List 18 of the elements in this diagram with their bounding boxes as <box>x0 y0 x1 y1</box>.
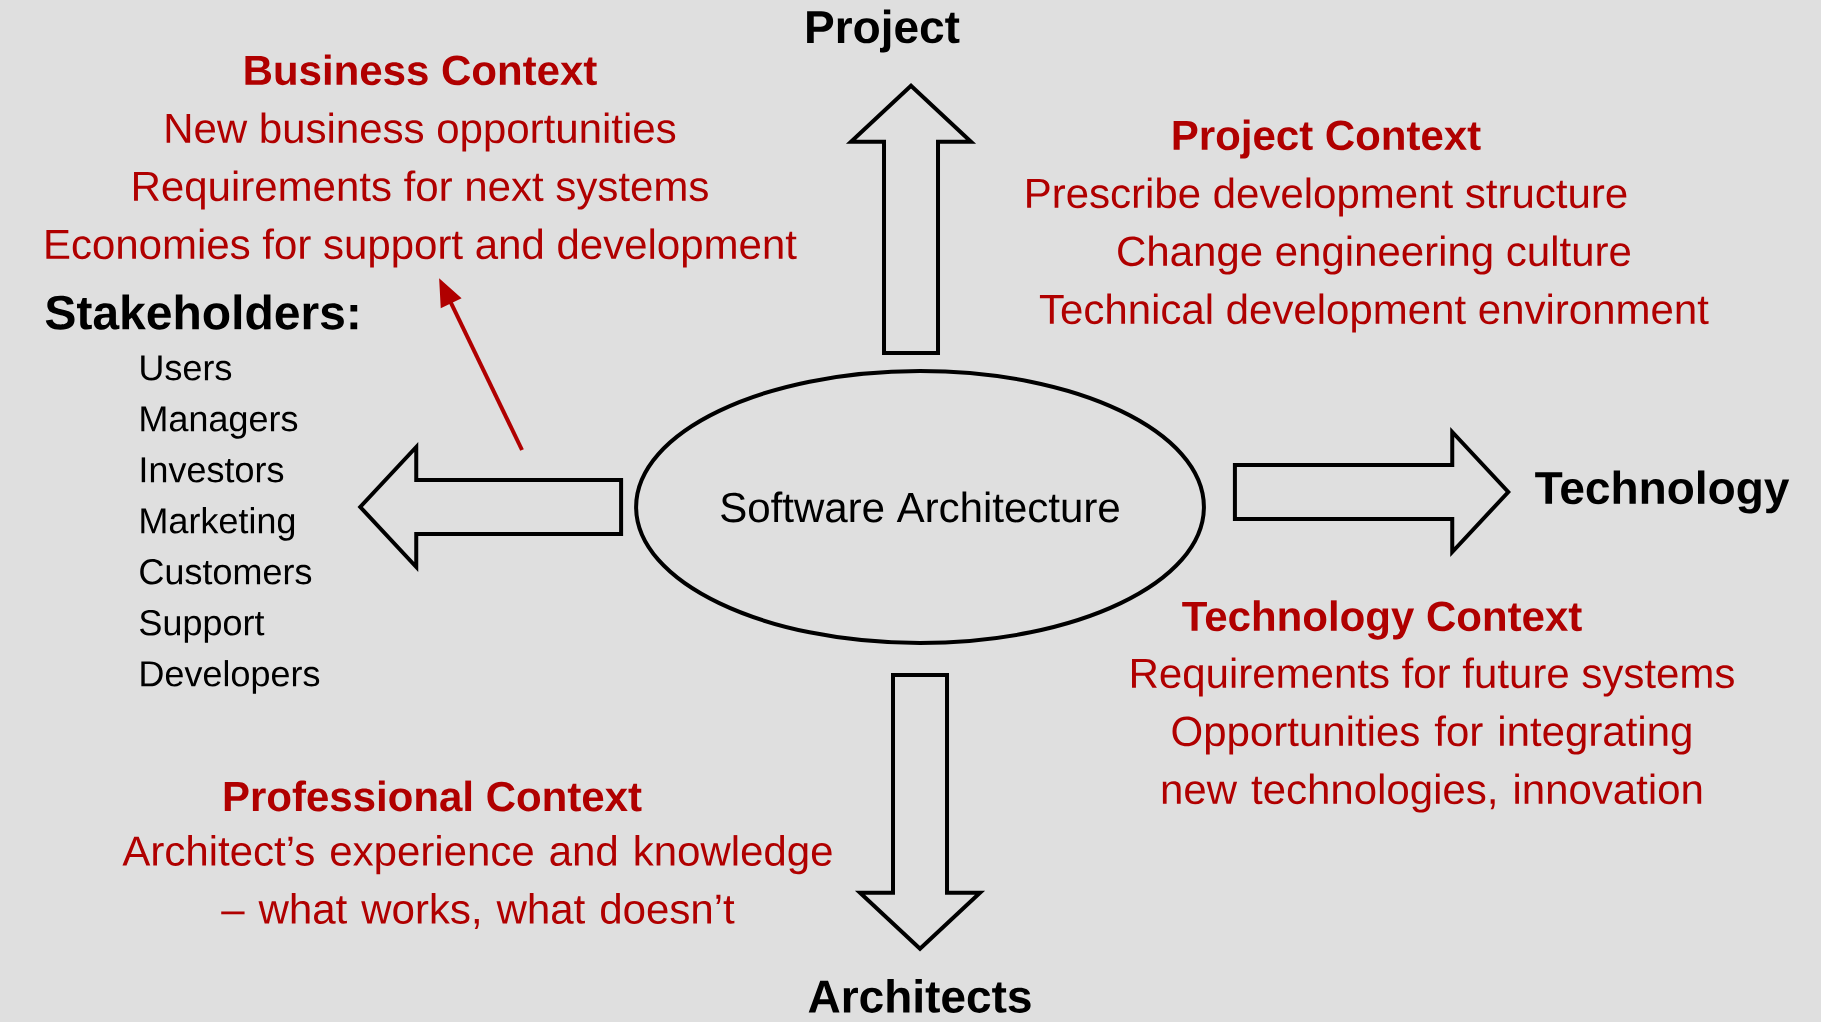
context-text: Requirements for future systems <box>1132 657 1734 697</box>
block-arrow <box>854 673 986 952</box>
context-text: Opportunities for integrating new technologies, innovation <box>1162 715 1702 813</box>
stakeholder-list: Stakeholders: Users Managers Investors Marketing Customers Support Developers <box>45 294 358 694</box>
heading-text: Architects <box>808 979 1031 1013</box>
context-text: Business Context New business opportunities Requirements for next systems Economies for support and development <box>46 54 797 268</box>
context-text: Prescribe development structure <box>1027 177 1627 217</box>
context-text: Change engineering culture <box>1118 235 1630 275</box>
block-arrow <box>1232 426 1511 558</box>
context-heading: Project Context <box>1173 119 1481 159</box>
context-text: Architect’s experience and knowledge – what works, what doesn’t <box>122 835 832 929</box>
heading-text: Technology <box>1535 470 1790 514</box>
heading-text: Project <box>807 9 960 53</box>
context-heading: Professional Context <box>224 780 642 812</box>
block-arrow <box>357 441 624 573</box>
block-arrow <box>845 83 977 355</box>
context-text: Technical development environment <box>1039 293 1709 333</box>
context-heading: Technology Context <box>1182 600 1582 640</box>
